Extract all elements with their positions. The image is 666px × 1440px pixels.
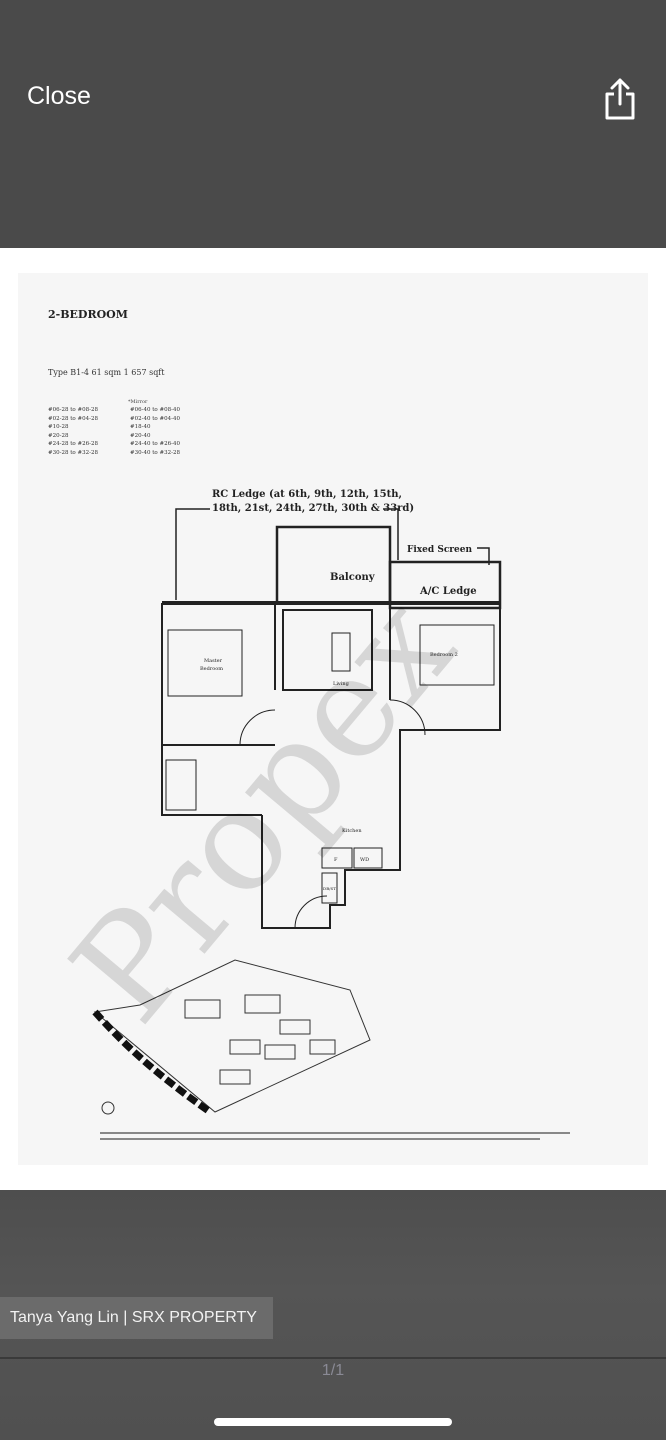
svg-text:#06-40 to #08-40: #06-40 to #08-40: [130, 407, 180, 413]
svg-text:F: F: [334, 857, 338, 863]
svg-text:#10-28: #10-28: [48, 424, 69, 430]
living-label: Living: [333, 681, 350, 687]
svg-text:#20-28: #20-28: [48, 433, 69, 439]
master-bedroom-label: Master: [204, 658, 223, 664]
svg-text:Bedroom: Bedroom: [200, 666, 223, 672]
svg-text:WD: WD: [360, 857, 369, 863]
svg-text:#02-28 to #04-28: #02-28 to #04-28: [48, 416, 98, 422]
home-indicator[interactable]: [214, 1418, 452, 1426]
plan-type: Type B1-4 61 sqm 1 657 sqft: [48, 368, 165, 377]
kitchen-label: Kitchen: [342, 828, 362, 834]
disclaimer-text: [100, 1132, 570, 1140]
viewer-header: Close: [0, 0, 666, 248]
floor-plan-walls: [161, 525, 502, 929]
bedroom2-label: Bedroom 2: [430, 652, 458, 658]
svg-text:#20-40: #20-40: [130, 433, 151, 439]
rc-ledge-label: RC Ledge (at 6th, 9th, 12th, 15th,: [212, 489, 402, 500]
svg-text:#30-40 to #32-28: #30-40 to #32-28: [130, 450, 180, 456]
svg-text:#24-28 to #26-28: #24-28 to #26-28: [48, 441, 98, 447]
rc-ledge-label-2: 18th, 21st, 24th, 27th, 30th & 33rd): [212, 503, 414, 514]
svg-text:DB/ST: DB/ST: [323, 886, 336, 891]
ac-ledge-label: A/C Ledge: [419, 586, 477, 597]
site-plan: [92, 959, 371, 1115]
svg-text:#18-40: #18-40: [130, 424, 151, 430]
close-button[interactable]: Close: [27, 82, 91, 110]
plan-title: 2-BEDROOM: [48, 308, 128, 321]
svg-text:#02-40 to #04-40: #02-40 to #04-40: [130, 416, 180, 422]
share-icon[interactable]: [600, 76, 640, 122]
divider: [0, 1357, 666, 1359]
photo-caption: Tanya Yang Lin | SRX PROPERTY: [0, 1297, 273, 1339]
document-page: [18, 273, 648, 1165]
page-indicator: 1/1: [321, 1362, 345, 1379]
svg-text:#30-28 to #32-28: #30-28 to #32-28: [48, 450, 98, 456]
svg-text:#24-40 to #26-40: #24-40 to #26-40: [130, 441, 180, 447]
balcony-label: Balcony: [330, 572, 376, 583]
units-list: #06-28 to #08-28 #02-28 to #04-28 #10-28…: [48, 407, 180, 456]
fixed-screen-label: Fixed Screen: [407, 545, 473, 555]
units-header: *Mirror: [128, 399, 148, 405]
svg-text:#06-28 to #08-28: #06-28 to #08-28: [48, 407, 98, 413]
